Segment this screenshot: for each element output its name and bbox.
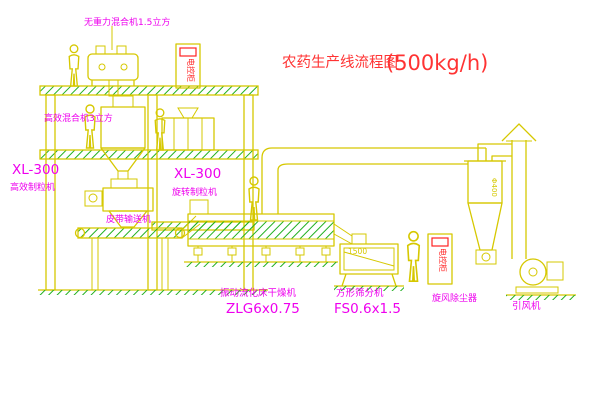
motor-shaft	[88, 193, 98, 203]
cyclone-cone	[467, 202, 503, 251]
sieve-ground-hatch	[334, 286, 404, 291]
cabinet-panel	[179, 47, 197, 57]
granulator-inlet	[110, 178, 138, 189]
zero-gravity-mixer	[87, 26, 139, 97]
exhaust-duct	[261, 147, 487, 214]
control-cabinet-2: 电控柜	[427, 233, 453, 285]
cyclone-outlet-inner	[491, 155, 512, 161]
mixer-sight-glass	[98, 63, 106, 71]
valve-shaft	[481, 252, 491, 262]
mixer-inlet-port	[95, 45, 106, 55]
person-figure	[248, 176, 260, 221]
sieve-deck	[343, 251, 395, 267]
conveyor-roller	[74, 227, 86, 239]
mixer-inlet-port	[116, 45, 127, 55]
rain-cap	[501, 123, 537, 142]
sieve-model-label: FS0.6x1.5	[334, 301, 401, 317]
high-efficiency-granulator	[84, 178, 154, 228]
sieve-body	[339, 243, 399, 275]
fan-base	[515, 286, 559, 294]
cyclone-separator: Φ400	[464, 143, 512, 265]
granulator-left-model: XL-300	[12, 162, 59, 178]
granulator-cone	[108, 210, 148, 228]
mixer3-label: 高效混合机3立方	[44, 112, 113, 124]
rotary-granulator	[161, 107, 215, 151]
sieve-name-label: 方形筛分机	[336, 287, 384, 299]
dryer-feed-box	[189, 199, 209, 215]
top-floor-slab	[39, 85, 259, 96]
dryer-spring-mounts	[193, 246, 331, 262]
cyclone-name-label: 旋风除尘器	[432, 292, 477, 304]
exhaust-stack	[501, 123, 537, 259]
person-figure	[68, 44, 80, 87]
square-sieve: 1500	[334, 233, 404, 291]
duct-inner-line	[277, 163, 468, 214]
fan-motor	[546, 261, 564, 281]
ground-hatch	[38, 290, 268, 295]
cabinet-panel	[431, 237, 449, 247]
diagram-title-capacity: (500kg/h)	[386, 51, 488, 75]
fan-hub	[528, 267, 538, 277]
granulator-mid-model: XL-300	[174, 166, 221, 182]
mixer-sight-glass	[120, 63, 128, 71]
belt-conveyor	[74, 215, 201, 290]
conveyor-belt	[77, 227, 183, 239]
high-efficiency-mixer	[100, 95, 146, 180]
cyclone-rotary-valve	[475, 249, 497, 265]
conveyor-roller	[174, 227, 186, 239]
person-figure	[84, 104, 96, 149]
sieve-dimension-label: 1500	[348, 247, 367, 256]
fan-ground-hatch	[506, 295, 576, 300]
dryer-model-label: ZLG6x0.75	[226, 301, 300, 317]
mixer-motor	[112, 95, 134, 108]
cabinet-2-label: 电控柜	[438, 248, 448, 272]
fan-name-label: 引风机	[512, 300, 541, 312]
dryer-outlet-chute	[333, 233, 353, 245]
sieve-leg	[341, 273, 347, 287]
column-right	[243, 94, 254, 291]
granulator-motor	[84, 190, 103, 207]
fan-scroll	[519, 258, 547, 286]
cabinet-body	[427, 233, 453, 285]
cabinet-body	[175, 43, 201, 89]
belt-conveyor-label: 皮带输送机	[106, 213, 151, 225]
mixer-down-pipe	[117, 170, 129, 180]
dryer-ground-hatch	[184, 262, 338, 267]
dryer-bed-hatch	[188, 221, 334, 239]
vibrating-fluid-bed-dryer	[184, 199, 353, 267]
diagram-title: 农药生产线流程图	[282, 54, 398, 71]
second-floor-slab	[39, 149, 259, 160]
granulator-mid-name: 旋转制粒机	[172, 186, 217, 198]
mixer-body	[87, 53, 139, 81]
granulator-hopper	[177, 107, 199, 119]
control-cabinet-1: 电控柜	[175, 43, 201, 89]
duct-outer-line	[261, 147, 486, 214]
induced-draft-fan	[506, 258, 576, 300]
sieve-inner-frame	[343, 247, 395, 271]
dryer-outlet-chute	[333, 223, 353, 237]
granulator-left-name: 高效制粒机	[10, 181, 55, 193]
duct-size-label: Φ400	[490, 178, 498, 197]
dryer-body	[187, 213, 335, 247]
sieve-inlet	[351, 233, 367, 245]
dryer-name-label: 振动流化床干燥机	[220, 287, 297, 299]
cyclone-outlet-outer	[477, 143, 512, 161]
cabinet-1-label: 电控柜	[186, 58, 196, 82]
sieve-leg	[391, 273, 397, 287]
granulator-body	[102, 187, 154, 212]
person-figure	[406, 230, 421, 282]
top-mixer-label: 无重力混合机1.5立方	[84, 16, 170, 28]
